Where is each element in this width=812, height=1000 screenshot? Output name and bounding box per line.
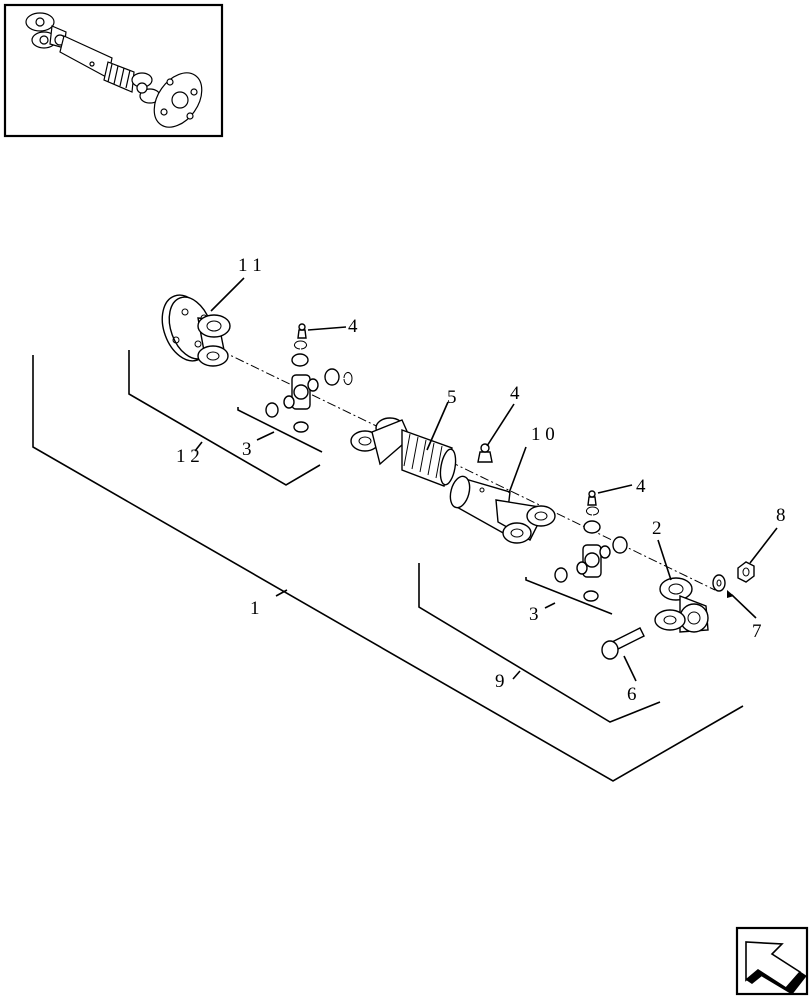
- callout-3-left: 3: [242, 439, 252, 460]
- callout-labels: 1 1 4 5 4 1 0 3 1 2 4 8 2 1 3 7 9 6: [176, 255, 786, 705]
- left-cross-kit: [265, 323, 353, 433]
- callout-9: 9: [495, 671, 505, 692]
- washer-and-nut: [712, 561, 755, 592]
- end-yoke: [654, 577, 709, 633]
- callout-5: 5: [447, 387, 457, 408]
- callout-3-right: 3: [529, 604, 539, 625]
- callout-7: 7: [752, 621, 762, 642]
- leader-lines: [194, 277, 778, 682]
- bolt: [601, 627, 645, 660]
- callout-4-right: 4: [636, 476, 646, 497]
- callout-6: 6: [627, 684, 637, 705]
- driveshaft-thumbnail-icon[interactable]: [3, 3, 224, 138]
- callout-2: 2: [652, 518, 662, 539]
- callout-1: 1: [250, 598, 260, 619]
- callout-8: 8: [776, 505, 786, 526]
- splined-yoke: [350, 417, 457, 487]
- callout-10: 1 0: [531, 424, 555, 445]
- assembly-brackets: [32, 342, 744, 782]
- back-arrow-icon[interactable]: [735, 926, 809, 996]
- right-cross-kit: [554, 490, 628, 602]
- callout-4-left: 4: [348, 316, 358, 337]
- callout-12: 1 2: [176, 446, 200, 467]
- tube-yoke: [449, 443, 556, 544]
- callout-11: 1 1: [238, 255, 262, 276]
- callout-4-middle: 4: [510, 383, 520, 404]
- flange-yoke: [161, 294, 231, 367]
